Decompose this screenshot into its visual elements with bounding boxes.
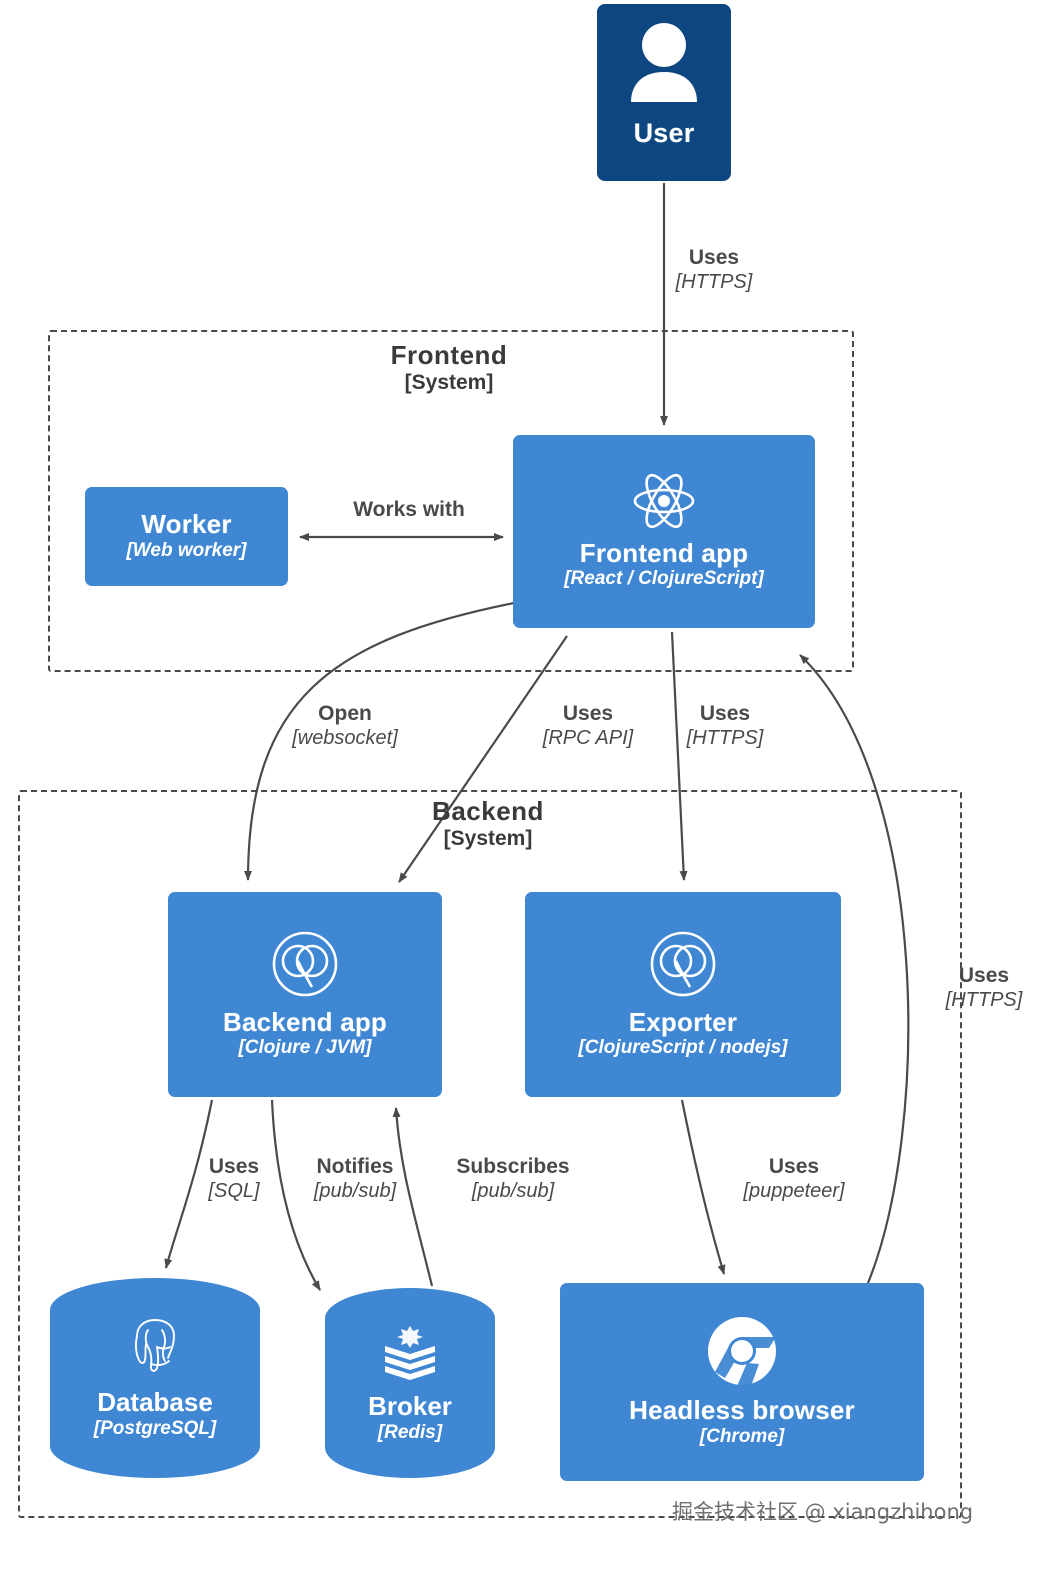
edge-uses-https-exporter — [670, 631, 688, 881]
node-database-title: Database — [97, 1387, 213, 1418]
person-icon — [627, 20, 701, 109]
edge-label-tech: [pub/sub] — [471, 1179, 555, 1202]
edge-label-tech: [SQL] — [208, 1179, 260, 1202]
node-worker-tech: [Web worker] — [126, 539, 247, 561]
postgresql-elephant-icon — [124, 1316, 186, 1381]
node-frontend-app[interactable]: Frontend app [React / ClojureScript] — [513, 435, 815, 628]
edge-uses-https-frontend — [799, 654, 910, 1284]
node-frontend-app-title: Frontend app — [579, 537, 749, 568]
node-exporter-title: Exporter — [628, 1006, 738, 1037]
edge-label-tech: [puppeteer] — [743, 1179, 845, 1202]
edge-label-open-websocket: Open [websocket] — [262, 702, 428, 750]
node-exporter-tech: [ClojureScript / nodejs] — [578, 1037, 788, 1059]
react-icon — [633, 473, 695, 534]
edge-uses-rpc-api — [398, 635, 568, 883]
edge-notifies-pubsub — [270, 1099, 321, 1291]
edge-uses-puppeteer — [680, 1099, 726, 1275]
edge-label-rel: Open — [318, 702, 372, 725]
edge-label-rel: Uses — [688, 246, 740, 269]
edge-label-uses-https-exporter: Uses [HTTPS] — [660, 702, 790, 750]
node-user[interactable]: User — [597, 4, 731, 181]
clojure-icon — [649, 930, 717, 1003]
boundary-backend-type: [System] — [443, 826, 533, 850]
node-database-tech: [PostgreSQL] — [93, 1417, 217, 1439]
edge-label-rel: Notifies — [316, 1155, 394, 1178]
node-worker-title: Worker — [141, 509, 232, 540]
edge-label-tech: [HTTPS] — [675, 270, 753, 293]
node-headless-browser-title: Headless browser — [629, 1395, 855, 1426]
edge-label-tech: [pub/sub] — [313, 1179, 397, 1202]
edge-label-tech: [websocket] — [292, 726, 398, 749]
boundary-frontend-name: Frontend — [390, 340, 508, 370]
node-headless-browser[interactable]: Headless browser [Chrome] — [560, 1283, 924, 1481]
edge-label-rel: Uses — [958, 964, 1010, 987]
edge-label-tech: [HTTPS] — [945, 988, 1023, 1011]
edge-label-rel: Uses — [562, 702, 614, 725]
edge-label-subscribes: Subscribes [pub/sub] — [430, 1155, 596, 1203]
edge-label-rel: Uses — [768, 1155, 820, 1178]
boundary-frontend-type: [System] — [404, 370, 494, 394]
edge-open-websocket — [244, 601, 515, 881]
node-frontend-app-tech: [React / ClojureScript] — [564, 568, 764, 590]
chrome-icon — [707, 1316, 777, 1391]
edge-label-user-frontend: Uses [HTTPS] — [634, 246, 794, 294]
node-broker-title: Broker — [368, 1391, 452, 1422]
edge-label-tech: [RPC API] — [542, 726, 634, 749]
edge-label-notifies: Notifies [pub/sub] — [288, 1155, 422, 1203]
node-exporter[interactable]: Exporter [ClojureScript / nodejs] — [525, 892, 841, 1097]
boundary-backend-name: Backend — [432, 796, 544, 826]
clojure-icon — [271, 930, 339, 1003]
edge-label-rel: Uses — [699, 702, 751, 725]
edge-label-tech: [HTTPS] — [686, 726, 764, 749]
edge-label-rel: Uses — [208, 1155, 260, 1178]
node-backend-app[interactable]: Backend app [Clojure / JVM] — [168, 892, 442, 1097]
boundary-frontend-label: Frontend [System] — [48, 340, 850, 395]
edge-label-rel: Subscribes — [456, 1155, 570, 1178]
boundary-backend — [18, 790, 962, 1518]
edge-label-uses-rpc-api: Uses [RPC API] — [520, 702, 656, 750]
edge-uses-sql — [164, 1099, 214, 1269]
boundary-backend-label: Backend [System] — [18, 796, 958, 851]
node-backend-app-title: Backend app — [222, 1006, 388, 1037]
watermark: 掘金技术社区 @ xiangzhihong — [672, 1500, 974, 1524]
edge-label-uses-https-frontend: Uses [HTTPS] — [926, 964, 1042, 1012]
node-database[interactable]: Database [PostgreSQL] — [50, 1278, 260, 1478]
boundary-frontend — [48, 330, 854, 672]
node-broker-tech: [Redis] — [377, 1421, 443, 1443]
edge-subscribes-pubsub — [392, 1107, 434, 1287]
node-broker[interactable]: Broker [Redis] — [325, 1288, 495, 1478]
edge-label-uses-puppeteer: Uses [puppeteer] — [712, 1155, 876, 1203]
redis-icon — [381, 1322, 439, 1385]
edge-label-uses-sql: Uses [SQL] — [180, 1155, 288, 1203]
edge-label-works-with: Works with — [313, 498, 505, 523]
node-worker[interactable]: Worker [Web worker] — [85, 487, 288, 586]
node-headless-browser-tech: [Chrome] — [699, 1425, 785, 1447]
edge-label-rel: Works with — [353, 498, 465, 521]
node-backend-app-tech: [Clojure / JVM] — [238, 1037, 372, 1059]
node-user-title: User — [633, 118, 695, 148]
